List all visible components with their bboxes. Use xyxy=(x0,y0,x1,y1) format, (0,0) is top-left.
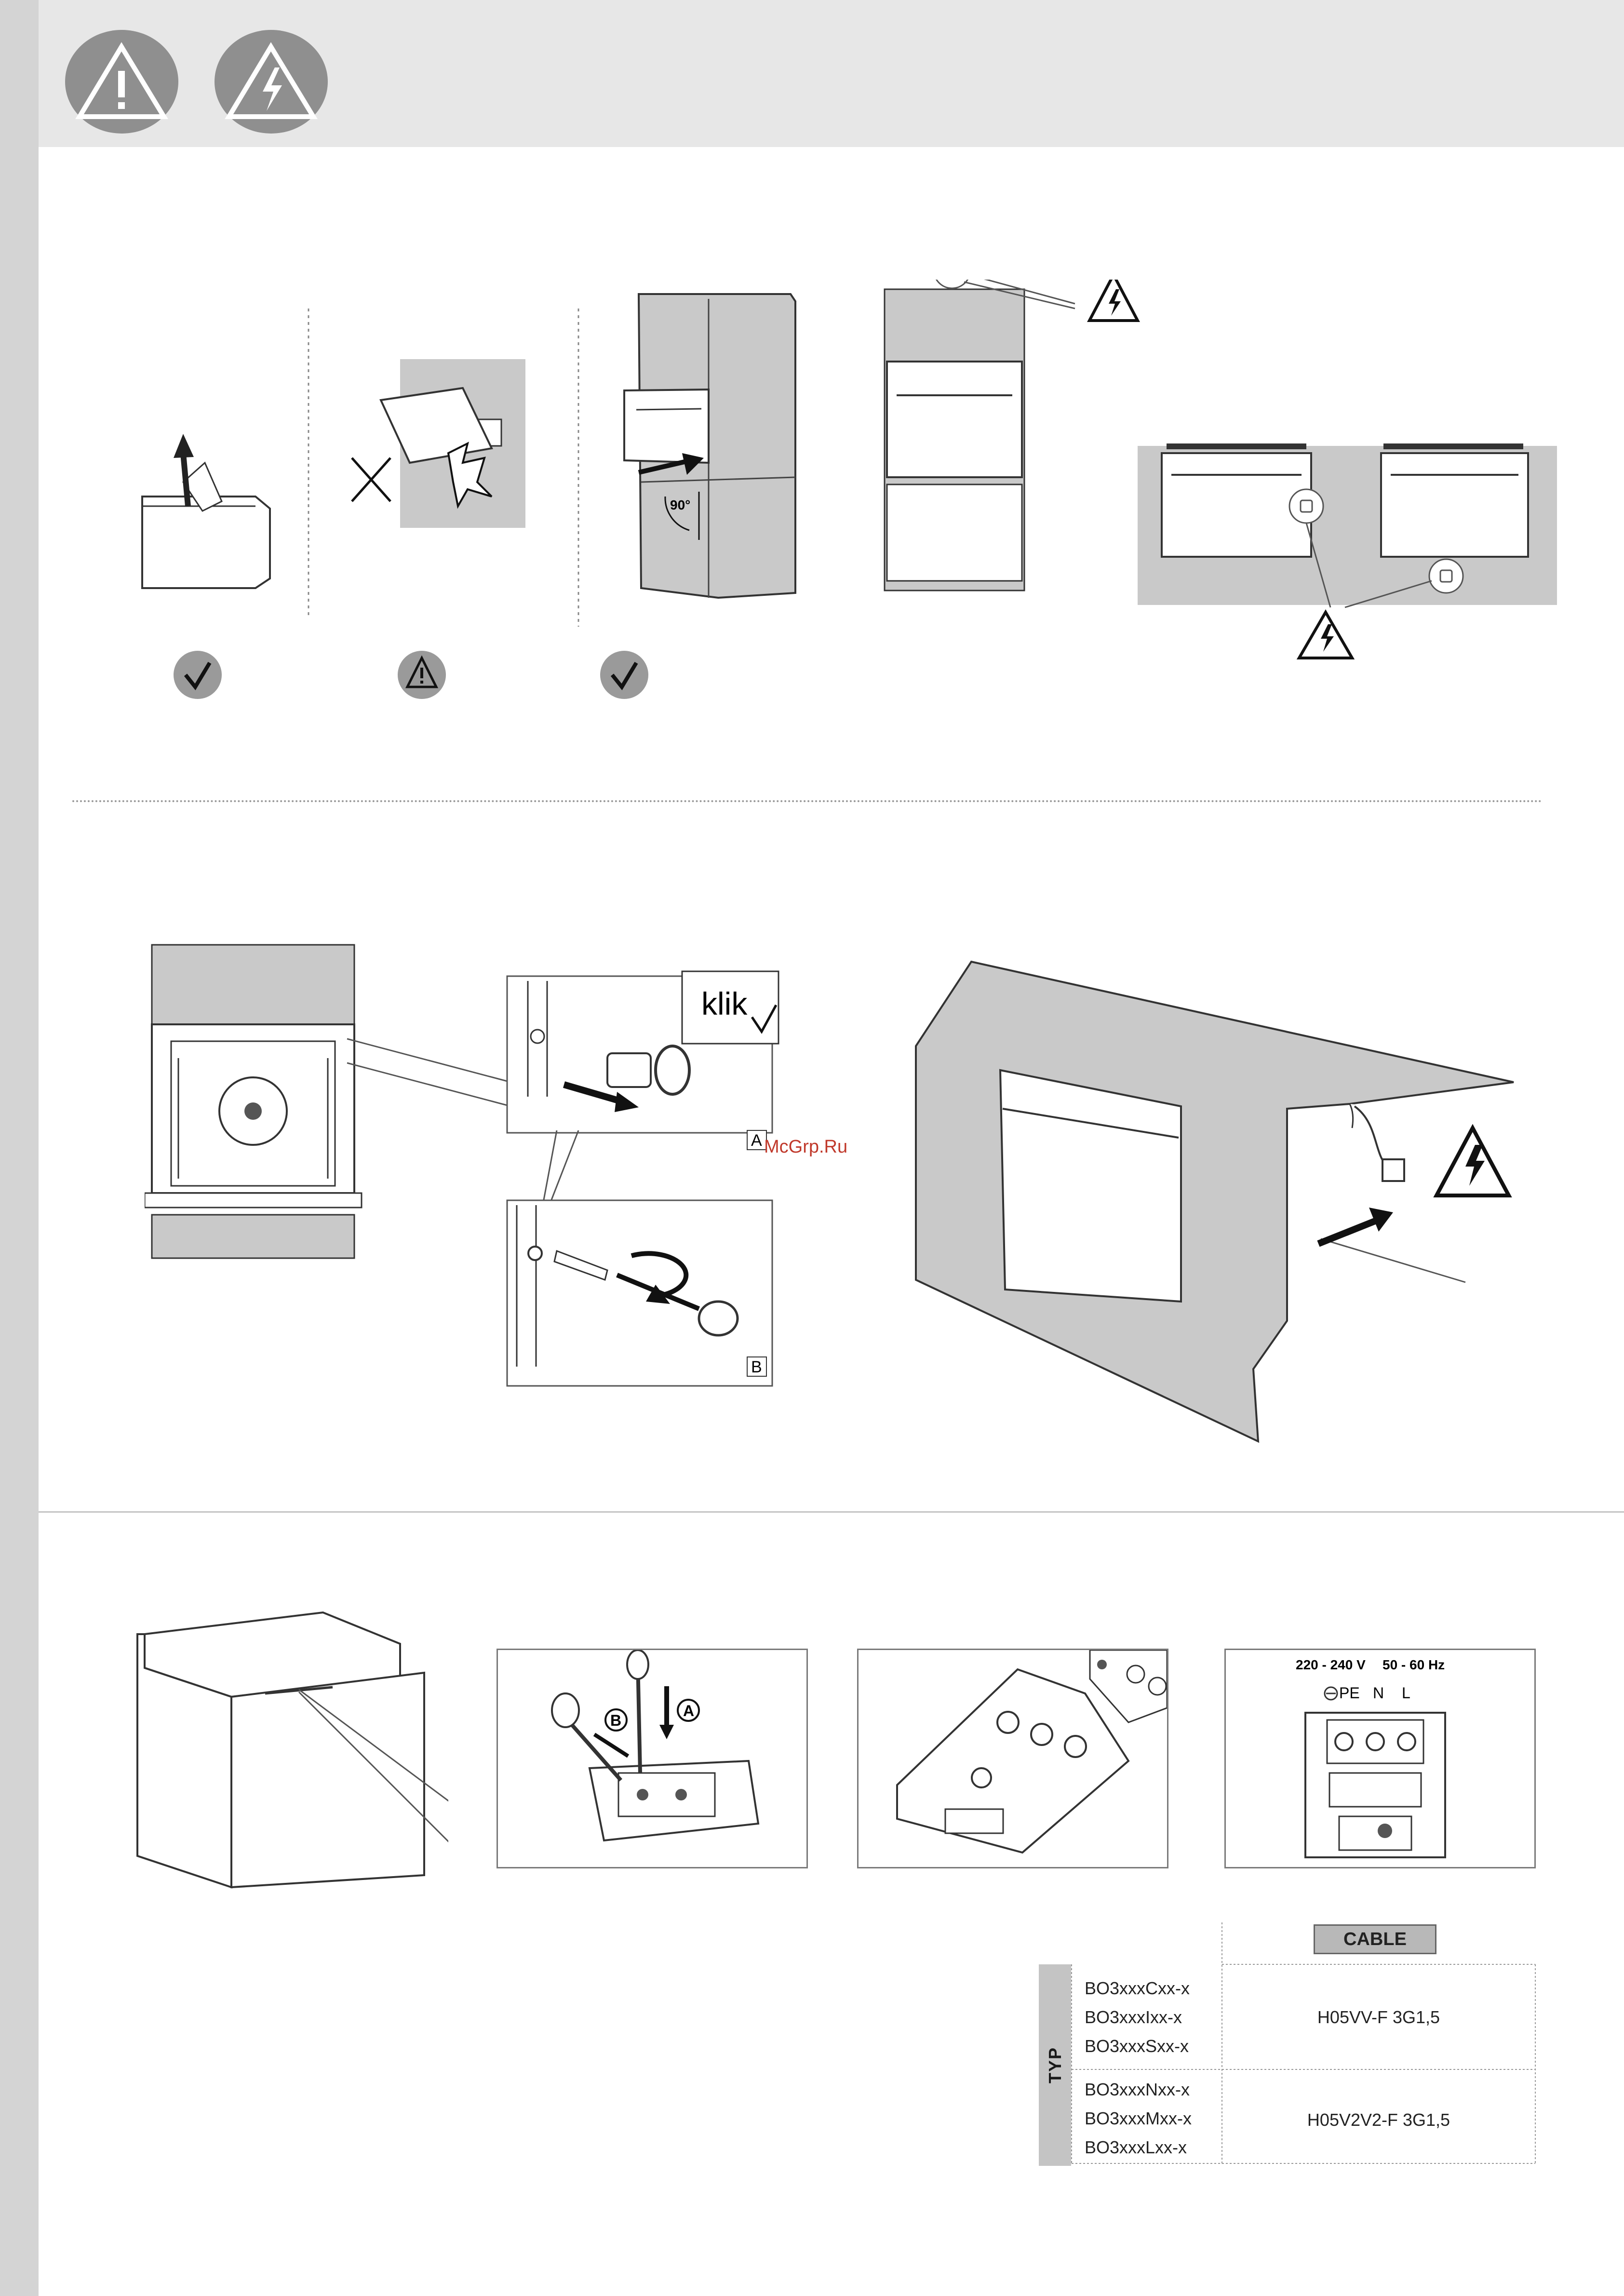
angle-label: 90° xyxy=(670,497,690,512)
checkmark-icon xyxy=(174,651,222,699)
frequency-label: 50 - 60 Hz xyxy=(1382,1657,1445,1672)
wiring-connection-box: 220 - 240 V 50 - 60 Hz PE N L xyxy=(1224,1649,1536,1868)
warning-icon xyxy=(398,651,446,699)
typ-row-label: TYP xyxy=(1039,1964,1071,2166)
oven-lift-illustration xyxy=(142,434,270,588)
terminal-n-label: N xyxy=(1373,1684,1384,1702)
installation-placement-diagram: 90° xyxy=(111,280,1557,713)
voltage-label: 220 - 240 V xyxy=(1296,1657,1366,1672)
callout-b: B xyxy=(610,1712,621,1729)
column-insertion-illustration: 90° xyxy=(624,294,795,598)
wrong-handling-illustration xyxy=(352,359,525,528)
klik-label: klik xyxy=(701,986,748,1021)
model-name: BO3xxxIxx-x xyxy=(1085,2003,1190,2032)
tall-unit-socket-illustration xyxy=(885,280,1138,591)
checkmark-icon xyxy=(600,651,648,699)
oven-rear-view xyxy=(130,1605,448,1894)
section-divider xyxy=(72,800,1543,802)
label-b: B xyxy=(751,1358,762,1376)
terminal-block-box xyxy=(857,1649,1168,1868)
model-group-2: BO3xxxNxx-x BO3xxxMxx-x BO3xxxLxx-x xyxy=(1085,2075,1192,2162)
model-name: BO3xxxCxx-x xyxy=(1085,1974,1190,2003)
callout-a: A xyxy=(683,1702,694,1719)
left-margin-strip xyxy=(0,0,39,2296)
section-divider xyxy=(39,1511,1624,1513)
watermark-text: McGrp.Ru xyxy=(764,1137,847,1157)
cable-type-1: H05VV-F 3G1,5 xyxy=(1220,2003,1538,2032)
terminal-pe-label: PE xyxy=(1339,1684,1360,1702)
cable-type-2: H05V2V2-F 3G1,5 xyxy=(1220,2106,1538,2135)
model-name: BO3xxxLxx-x xyxy=(1085,2133,1192,2162)
under-counter-socket-illustration xyxy=(1138,443,1557,658)
terminal-cover-box: A B xyxy=(497,1649,808,1868)
oven-fixing-diagram: klik A B xyxy=(145,938,786,1396)
model-group-1: BO3xxxCxx-x BO3xxxIxx-x BO3xxxSxx-x xyxy=(1085,1974,1190,2061)
terminal-l-label: L xyxy=(1402,1684,1410,1702)
exclamation-warning-icon xyxy=(65,30,178,134)
label-a: A xyxy=(751,1131,762,1150)
model-name: BO3xxxNxx-x xyxy=(1085,2075,1192,2104)
model-name: BO3xxxMxx-x xyxy=(1085,2104,1192,2133)
electric-shock-warning-icon xyxy=(215,30,328,134)
model-name: BO3xxxSxx-x xyxy=(1085,2032,1190,2061)
built-in-oven-socket-diagram xyxy=(906,954,1528,1451)
